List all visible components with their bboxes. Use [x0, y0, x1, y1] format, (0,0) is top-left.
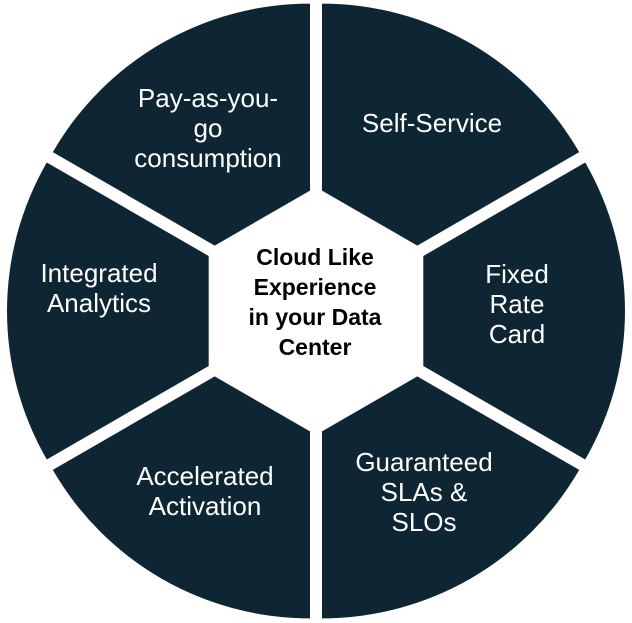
segment-shape-pay-as-you-go [52, 3, 311, 246]
segment-shape-fixed-rate-card [423, 162, 625, 460]
segment-shape-guaranteed-slas-slos [322, 376, 580, 619]
segment-shape-accelerated-activation [52, 376, 311, 619]
segment-shape-self-service [322, 3, 580, 246]
segment-shape-integrated-analytics [7, 162, 209, 460]
